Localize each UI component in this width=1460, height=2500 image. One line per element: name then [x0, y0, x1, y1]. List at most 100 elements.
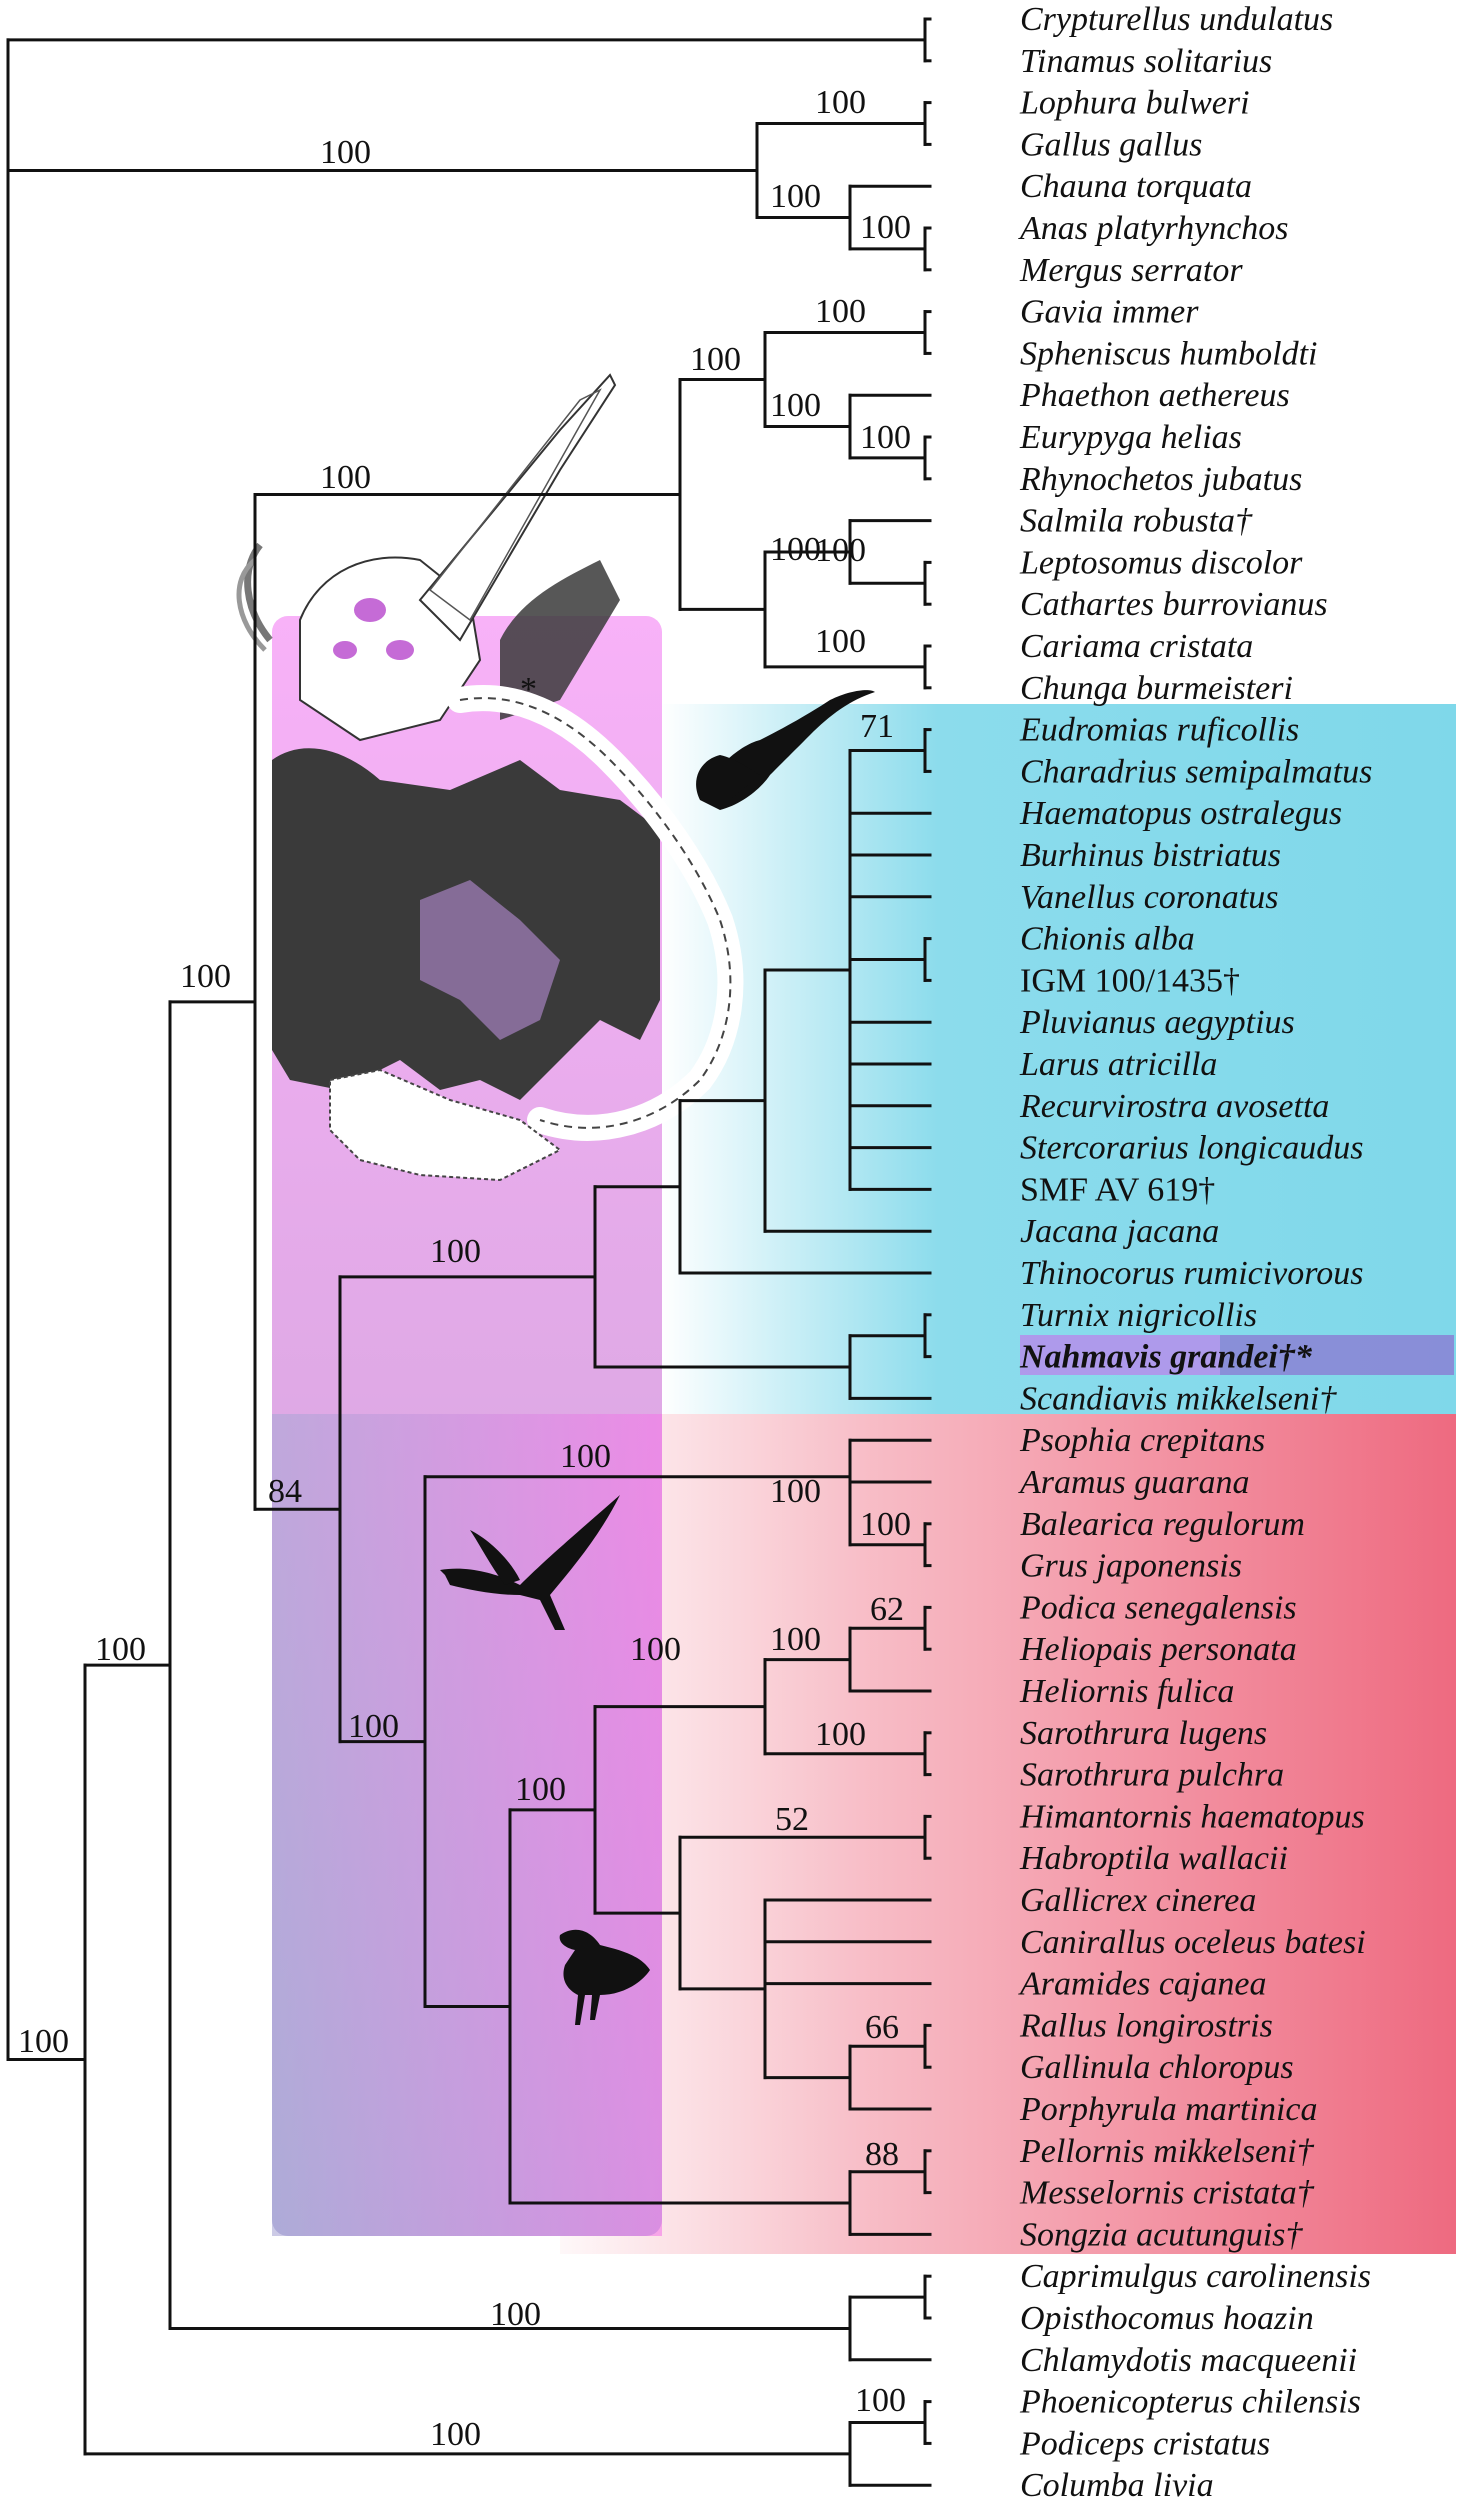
taxon-label: Leptosomus discolor	[1019, 544, 1303, 581]
taxon-label: Phaethon aethereus	[1019, 377, 1290, 414]
taxon-label: Porphyrula martinica	[1019, 2091, 1317, 2128]
taxon-label: Mergus serrator	[1019, 252, 1243, 289]
taxon-label: Balearica regulorum	[1020, 1506, 1305, 1543]
support-value: 100	[320, 134, 371, 171]
support-value: 100	[560, 1438, 611, 1475]
taxon-label: Thinocorus rumicivorous	[1020, 1255, 1363, 1292]
taxon-label: Aramides cajanea	[1018, 1966, 1266, 2003]
taxon-label: Crypturellus undulatus	[1020, 1, 1333, 38]
taxon-label: Scandiavis mikkelseni†	[1020, 1380, 1337, 1417]
taxon-label: Chionis alba	[1020, 921, 1195, 958]
taxon-label: Burhinus bistriatus	[1020, 837, 1281, 874]
taxon-label-highlighted: Nahmavis grandei†*	[1019, 1339, 1313, 1376]
support-value: 100	[180, 958, 231, 995]
support-value: 62	[870, 1591, 904, 1628]
taxon-label: Gavia immer	[1020, 294, 1199, 331]
taxon-label: Chlamydotis macqueenii	[1020, 2342, 1357, 2379]
taxon-label: Sarothrura lugens	[1020, 1715, 1267, 1752]
support-value: 100	[815, 293, 866, 330]
support-value: 100	[860, 419, 911, 456]
taxon-label: SMF AV 619†	[1020, 1171, 1215, 1208]
support-value: 100	[18, 2023, 69, 2060]
taxon-label: Eudromias ruficollis	[1019, 712, 1299, 749]
taxon-label: Anas platyrhynchos	[1018, 210, 1289, 247]
taxon-label: IGM 100/1435†	[1020, 962, 1240, 999]
taxon-label: Podiceps cristatus	[1019, 2425, 1270, 2462]
taxon-label: Grus japonensis	[1020, 1548, 1242, 1585]
taxon-label: Rallus longirostris	[1019, 2007, 1273, 2044]
taxon-label: Cathartes burrovianus	[1020, 586, 1328, 623]
taxon-label: Podica senegalensis	[1019, 1589, 1297, 1626]
gull-silhouette-icon	[696, 690, 875, 810]
taxon-label: Jacana jacana	[1020, 1213, 1219, 1250]
support-value: 100	[515, 1771, 566, 1808]
support-value: 100	[320, 459, 371, 496]
taxon-label: Pellornis mikkelseni†	[1019, 2133, 1315, 2170]
support-value: 66	[865, 2009, 899, 2046]
support-value: 100	[770, 1473, 821, 1510]
support-value: 100	[770, 178, 821, 215]
taxon-label: Chauna torquata	[1020, 168, 1252, 205]
taxon-label: Songzia acutunguis†	[1020, 2216, 1303, 2253]
support-value: 100	[815, 623, 866, 660]
taxon-label: Heliornis fulica	[1019, 1673, 1234, 1710]
support-value: 100	[430, 2416, 481, 2453]
support-value: 100	[95, 1631, 146, 1668]
taxon-label: Gallinula chloropus	[1020, 2049, 1294, 2086]
support-value: 100	[815, 84, 866, 121]
support-values: 100 100 100 100 100 100 100 100 100 100 100 100 71 10…	[18, 84, 911, 2453]
tree-branches	[6, 17, 932, 2487]
taxon-label: Aramus guarana	[1018, 1464, 1250, 1501]
taxon-label: Psophia crepitans	[1019, 1422, 1265, 1459]
taxon-label: Salmila robusta†	[1020, 503, 1253, 540]
taxon-label: Opisthocomus hoazin	[1020, 2300, 1314, 2337]
support-value: 52	[775, 1801, 809, 1838]
taxon-label: Chunga burmeisteri	[1020, 670, 1293, 707]
fossil-skeleton-illustration: *	[236, 373, 744, 1182]
taxon-label: Tinamus solitarius	[1020, 43, 1272, 80]
support-value: 100	[690, 341, 741, 378]
support-value: 71	[860, 708, 894, 745]
taxon-label: Columba livia	[1020, 2467, 1214, 2500]
taxon-label: Charadrius semipalmatus	[1020, 753, 1372, 790]
taxon-label: Heliopais personata	[1019, 1631, 1297, 1668]
taxon-label: Rhynochetos jubatus	[1019, 461, 1302, 498]
support-value: 100	[770, 1621, 821, 1658]
support-value: 100	[770, 387, 821, 424]
support-value: 84	[268, 1473, 302, 1510]
support-value: 100	[855, 2382, 906, 2419]
taxon-label: Turnix nigricollis	[1020, 1297, 1257, 1334]
support-value: 100	[860, 1506, 911, 1543]
support-value: 88	[865, 2136, 899, 2173]
rail-silhouette-icon	[559, 1929, 650, 2025]
taxon-label: Habroptila wallacii	[1019, 1840, 1288, 1877]
taxon-label: Haematopus ostralegus	[1019, 795, 1342, 832]
taxon-label: Gallicrex cinerea	[1020, 1882, 1256, 1919]
taxon-label: Pluvianus aegyptius	[1019, 1004, 1295, 1041]
support-value: 100	[770, 531, 821, 568]
gruiformes-band	[560, 1414, 1456, 2254]
svg-text:*: *	[520, 671, 537, 708]
taxon-label: Cariama cristata	[1020, 628, 1253, 665]
taxon-label: Canirallus oceleus batesi	[1020, 1924, 1366, 1961]
support-value: 100	[815, 1716, 866, 1753]
taxon-label: Messelornis cristata†	[1019, 2175, 1315, 2212]
taxon-label: Caprimulgus carolinensis	[1020, 2258, 1371, 2295]
support-value: 100	[348, 1708, 399, 1745]
taxon-label: Spheniscus humboldti	[1020, 335, 1317, 372]
taxon-label: Stercorarius longicaudus	[1020, 1130, 1363, 1167]
taxon-label: Eurypyga helias	[1019, 419, 1242, 456]
taxon-label: Larus atricilla	[1019, 1046, 1217, 1083]
taxon-label: Vanellus coronatus	[1020, 879, 1278, 916]
taxon-label: Sarothrura pulchra	[1020, 1757, 1284, 1794]
crane-silhouette-icon	[440, 1495, 620, 1630]
taxon-label: Himantornis haematopus	[1019, 1798, 1365, 1835]
taxon-label: Phoenicopterus chilensis	[1019, 2384, 1361, 2421]
fossil-panel-tint	[272, 1414, 662, 2236]
charadriiformes-band	[660, 704, 1456, 1414]
taxon-label: Recurvirostra avosetta	[1019, 1088, 1329, 1125]
support-value: 100	[860, 209, 911, 246]
support-value: 100	[630, 1631, 681, 1668]
